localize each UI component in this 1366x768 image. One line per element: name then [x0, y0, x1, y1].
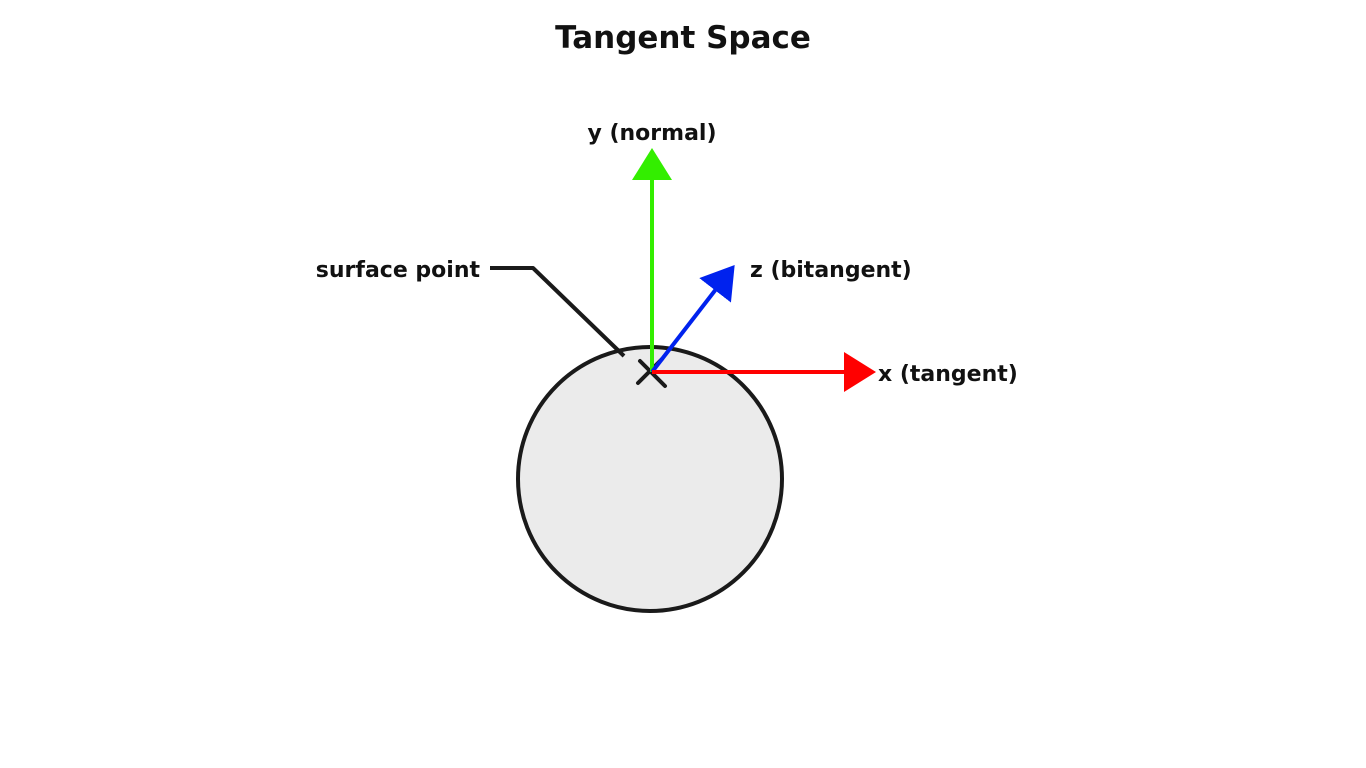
- sphere: [516, 345, 784, 613]
- surface-point-label: surface point: [316, 258, 481, 283]
- y-axis-label: y (normal): [587, 121, 716, 146]
- diagram-title: Tangent Space: [555, 20, 811, 56]
- surface-point-leader-line: [490, 266, 626, 358]
- z-axis-label: z (bitangent): [750, 258, 912, 283]
- x-axis-label: x (tangent): [878, 362, 1018, 387]
- z-axis-arrow: [650, 265, 735, 374]
